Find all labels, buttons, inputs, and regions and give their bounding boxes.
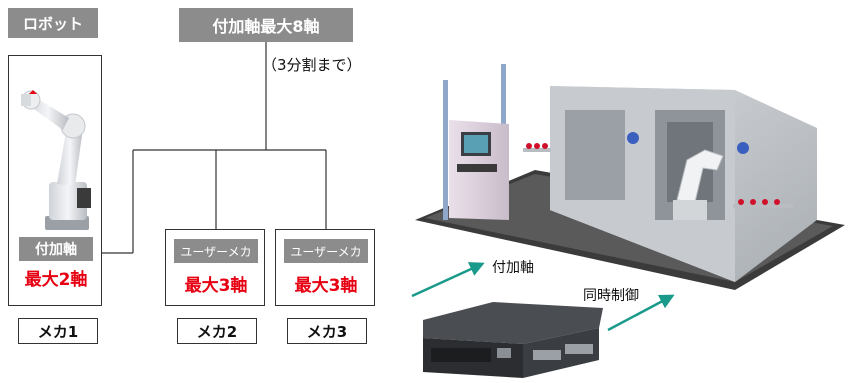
- mech1-label: メカ1: [18, 318, 98, 344]
- split-note: （3分割まで）: [262, 56, 362, 74]
- robot-max-axes: 最大2軸: [24, 270, 88, 290]
- mech2-label: メカ2: [177, 318, 257, 344]
- arrow-aux-label: 付加軸: [492, 260, 534, 276]
- robot-arm-image: [21, 90, 91, 230]
- mech2-box: ユーザーメカ 最大3軸: [165, 229, 265, 306]
- axis-header-label: 付加軸最大8軸: [179, 8, 353, 42]
- mech3-box: ユーザーメカ 最大3軸: [275, 229, 375, 306]
- arrow-to-aux-axis: [411, 262, 485, 298]
- robot-box: 付加軸 最大2軸: [8, 55, 102, 306]
- arrow-sync-label: 同時制御: [583, 288, 639, 304]
- controller-unit-image: [423, 302, 603, 378]
- mech3-max-axes: 最大3軸: [294, 276, 358, 296]
- mech3-label: メカ3: [287, 318, 367, 344]
- robot-aux-tag: 付加軸: [19, 237, 93, 261]
- machine-cell-image: [415, 64, 845, 290]
- mech2-max-axes: 最大3軸: [184, 276, 248, 296]
- mech2-user-tag: ユーザーメカ: [174, 239, 258, 263]
- mech3-user-tag: ユーザーメカ: [284, 239, 368, 263]
- arrow-to-sync-control: [607, 294, 675, 332]
- robot-header-label: ロボット: [8, 8, 98, 38]
